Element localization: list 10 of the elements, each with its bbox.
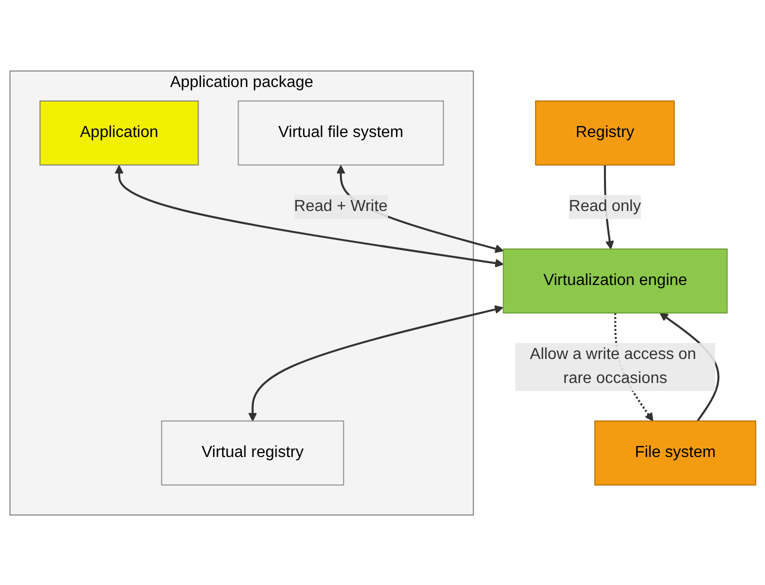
node-box: File system [594, 420, 756, 485]
node-box: Virtual file system [237, 100, 444, 165]
edge-label: Allow a write access on rare occasions [530, 346, 696, 386]
edge-label: Read + Write [294, 198, 388, 214]
node-box: Application [39, 100, 198, 165]
node-box: Virtualization engine [502, 248, 728, 313]
arrow [248, 304, 503, 421]
node-box: Registry [534, 100, 674, 165]
node-box: Virtual registry [160, 420, 344, 485]
edge-label: Read only [568, 198, 641, 214]
